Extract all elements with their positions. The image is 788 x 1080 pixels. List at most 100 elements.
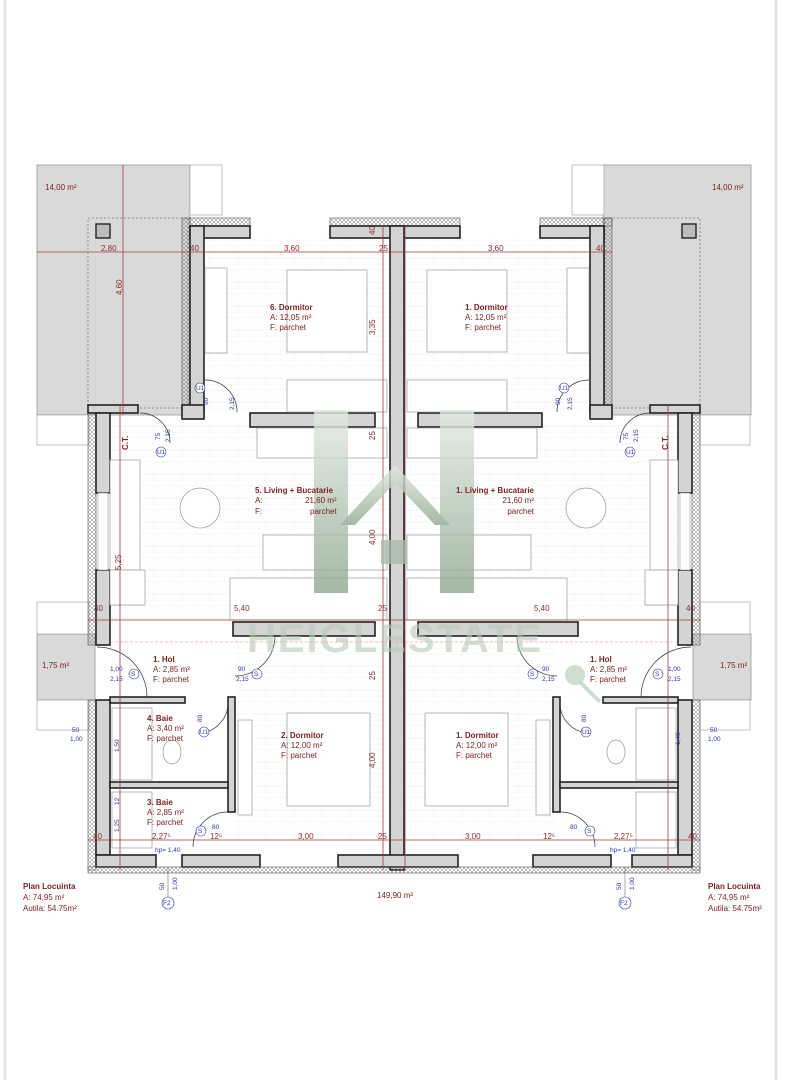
svg-text:A:: A: bbox=[255, 496, 263, 505]
shower bbox=[111, 791, 153, 849]
dim-label: 12⁵ bbox=[210, 832, 222, 841]
room-dormitor-2: 2. Dormitor A: 12,00 m² F: parchet bbox=[281, 731, 324, 760]
terrace-side-left bbox=[36, 633, 96, 701]
dim-label: 3,00 bbox=[465, 832, 481, 841]
room-hol-left: 1. Hol A: 2,85 m² F: parchet bbox=[153, 655, 190, 684]
svg-text:F:: F: bbox=[255, 507, 262, 516]
room-dormitor-6: 6. Dormitor A: 12,05 m² F: parchet bbox=[270, 303, 313, 332]
svg-text:F: parchet: F: parchet bbox=[590, 675, 627, 684]
svg-text:A: 74,95 m²: A: 74,95 m² bbox=[23, 893, 65, 902]
boiler-label: C.T. bbox=[661, 436, 670, 450]
svg-text:A: 2,85 m²: A: 2,85 m² bbox=[153, 665, 190, 674]
svg-text:90: 90 bbox=[238, 666, 246, 673]
terraces bbox=[36, 164, 752, 731]
svg-text:1,25: 1,25 bbox=[114, 819, 121, 832]
svg-text:F2: F2 bbox=[163, 900, 171, 907]
bathtub bbox=[111, 707, 153, 781]
chimney-icon bbox=[95, 223, 111, 239]
svg-text:F: parchet: F: parchet bbox=[153, 675, 190, 684]
dim-label: 4,00 bbox=[368, 529, 377, 545]
bed bbox=[424, 712, 509, 807]
svg-text:Autila: 54.75m²: Autila: 54.75m² bbox=[708, 904, 762, 913]
dim-label: 2,80 bbox=[101, 244, 117, 253]
dim-label: 40 bbox=[688, 832, 697, 841]
terrace-area-side-right: 1,75 m² bbox=[720, 661, 747, 670]
room-baie-4: 4. Baie A: 3,40 m² F: parchet bbox=[147, 714, 184, 743]
svg-text:S: S bbox=[587, 828, 592, 835]
svg-text:50: 50 bbox=[616, 882, 623, 890]
svg-text:A: 2,85 m²: A: 2,85 m² bbox=[147, 808, 184, 817]
svg-text:F: parchet: F: parchet bbox=[281, 751, 318, 760]
svg-text:5. Living + Bucatarie: 5. Living + Bucatarie bbox=[255, 486, 334, 495]
terrace-area-top-right: 14,00 m² bbox=[712, 183, 744, 192]
svg-text:80: 80 bbox=[570, 824, 578, 831]
dim-label: 40 bbox=[596, 244, 605, 253]
wardrobe bbox=[204, 267, 228, 354]
svg-text:A: 74,95 m²: A: 74,95 m² bbox=[708, 893, 750, 902]
dim-label: 5,25 bbox=[114, 554, 123, 570]
dining-table bbox=[179, 487, 221, 529]
dim-label: 5,40 bbox=[534, 604, 550, 613]
dim-label: 25 bbox=[368, 671, 377, 680]
dim-label: 3,60 bbox=[284, 244, 300, 253]
svg-text:A: 12,00 m²: A: 12,00 m² bbox=[281, 741, 323, 750]
svg-text:F: parchet: F: parchet bbox=[147, 734, 184, 743]
svg-text:A: 12,05 m²: A: 12,05 m² bbox=[270, 313, 312, 322]
room-baie-3: 3. Baie A: 2,85 m² F: parchet bbox=[147, 798, 184, 827]
svg-text:hp= 1,40: hp= 1,40 bbox=[610, 847, 636, 854]
terrace-area-top-left: 14,00 m² bbox=[45, 183, 77, 192]
bathtub bbox=[635, 707, 677, 781]
svg-text:1,00: 1,00 bbox=[629, 877, 636, 890]
svg-text:75: 75 bbox=[155, 432, 162, 440]
dim-label: 40 bbox=[368, 226, 377, 235]
svg-text:90: 90 bbox=[555, 397, 562, 405]
svg-text:2,15: 2,15 bbox=[236, 676, 249, 683]
svg-text:U1: U1 bbox=[196, 385, 205, 392]
svg-text:75: 75 bbox=[623, 432, 630, 440]
dim-label: 4,60 bbox=[115, 279, 124, 295]
svg-text:2,15: 2,15 bbox=[542, 676, 555, 683]
svg-text:U1: U1 bbox=[200, 729, 209, 736]
svg-text:U1: U1 bbox=[560, 385, 569, 392]
dim-label: 40 bbox=[686, 604, 695, 613]
svg-text:A: 12,05 m²: A: 12,05 m² bbox=[465, 313, 507, 322]
svg-text:A: 3,40 m²: A: 3,40 m² bbox=[147, 724, 184, 733]
terrace-top-right bbox=[602, 164, 752, 416]
svg-text:1,00: 1,00 bbox=[110, 666, 123, 673]
svg-text:50: 50 bbox=[159, 882, 166, 890]
svg-text:1. Hol: 1. Hol bbox=[590, 655, 612, 664]
dim-label: 25 bbox=[378, 832, 387, 841]
svg-text:90: 90 bbox=[203, 397, 210, 405]
svg-text:2,15: 2,15 bbox=[567, 397, 574, 410]
svg-text:F2: F2 bbox=[620, 900, 628, 907]
wardrobe bbox=[406, 379, 508, 413]
dim-label: 25 bbox=[378, 604, 387, 613]
svg-text:1. Dormitor: 1. Dormitor bbox=[465, 303, 508, 312]
svg-text:90: 90 bbox=[542, 666, 550, 673]
svg-text:F: parchet: F: parchet bbox=[270, 323, 307, 332]
room-hol-right: 1. Hol A: 2,85 m² F: parchet bbox=[590, 655, 627, 684]
svg-text:F: parchet: F: parchet bbox=[147, 818, 184, 827]
dim-label: 5,40 bbox=[234, 604, 250, 613]
terrace-side-right bbox=[692, 633, 752, 701]
total-area: 149,90 m² bbox=[377, 891, 413, 900]
kitchen-counter bbox=[109, 459, 141, 571]
svg-text:U1: U1 bbox=[582, 729, 591, 736]
svg-text:2,15: 2,15 bbox=[668, 676, 681, 683]
svg-text:50: 50 bbox=[710, 727, 718, 734]
svg-text:S: S bbox=[655, 671, 660, 678]
svg-text:S: S bbox=[530, 671, 535, 678]
boiler-label: C.T. bbox=[121, 436, 130, 450]
svg-text:1,00: 1,00 bbox=[668, 666, 681, 673]
svg-text:12: 12 bbox=[114, 797, 121, 805]
svg-text:80: 80 bbox=[197, 714, 204, 722]
svg-text:80: 80 bbox=[581, 714, 588, 722]
svg-text:Autila: 54.75m²: Autila: 54.75m² bbox=[23, 904, 77, 913]
dim-label: 12⁵ bbox=[543, 832, 555, 841]
dim-label: 40 bbox=[93, 832, 102, 841]
window-tag-f2 bbox=[618, 896, 632, 910]
dim-label: 25 bbox=[379, 244, 388, 253]
svg-text:Plan Locuinta: Plan Locuinta bbox=[23, 882, 76, 891]
watermark-logo: HEIGLESTATE bbox=[247, 410, 602, 704]
